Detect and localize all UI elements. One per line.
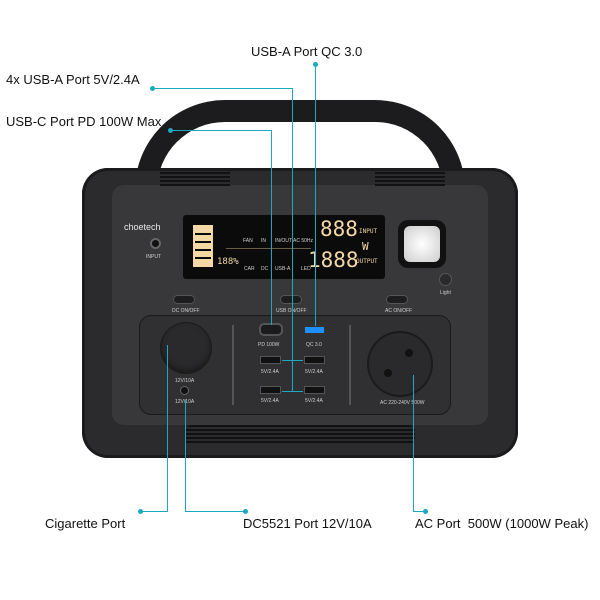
watt-unit: W <box>362 240 369 253</box>
battery-icon <box>193 225 213 267</box>
dc5521-port[interactable] <box>180 386 189 395</box>
grille-bottom <box>185 425 415 445</box>
callout-cigarette: Cigarette Port <box>45 516 126 531</box>
ac-callout-line-v <box>413 375 414 512</box>
grille-top-right <box>375 172 445 186</box>
lcd-divider <box>226 248 311 249</box>
input-port-label: INPUT <box>146 254 161 260</box>
ac-callout-dot <box>423 509 428 514</box>
usba4-tick-2 <box>282 391 303 392</box>
usbc-callout-line-h <box>170 130 272 131</box>
car-indicator: CAR <box>244 266 255 272</box>
usb-button-label: USB ON/OFF <box>276 308 307 314</box>
light-button[interactable] <box>439 273 452 286</box>
usb-a-label-1: 5V/2.4A <box>261 369 279 375</box>
ac-socket[interactable] <box>369 333 431 395</box>
ac-callout-line-h <box>413 511 425 512</box>
usba4-tick-1 <box>282 360 303 361</box>
callout-ac: AC Port 500W (1000W Peak) <box>415 516 589 531</box>
callout-usb-a-qc: USB-A Port QC 3.0 <box>251 44 363 59</box>
usb-a-indicator: USB-A <box>275 266 291 272</box>
usb-power-button[interactable] <box>280 295 302 304</box>
qc-callout-dot <box>313 62 318 67</box>
usb-a-port-2[interactable] <box>304 356 325 364</box>
dc-callout-line-v <box>185 400 186 512</box>
cig-callout-line-v <box>167 345 168 512</box>
usb-a-label-4: 5V/2.4A <box>305 398 323 404</box>
ac-power-button[interactable] <box>386 295 408 304</box>
output-watts: 1888 <box>308 248 359 272</box>
cig-callout-dot <box>138 509 143 514</box>
usb-a-qc-port[interactable] <box>304 326 325 334</box>
led-light <box>398 220 446 268</box>
dc-indicator: DC <box>261 266 269 272</box>
dc-power-button[interactable] <box>173 295 195 304</box>
led-indicator: LED <box>301 266 311 272</box>
usba4-callout-line-h <box>152 88 292 89</box>
dc-callout-line-h <box>185 511 245 512</box>
input-watts: 888 <box>320 217 358 241</box>
lcd-display <box>183 215 385 279</box>
cigarette-socket[interactable] <box>161 323 211 373</box>
ac-indicator: AC 50Hz <box>293 238 314 244</box>
dc-callout-dot <box>243 509 248 514</box>
qc-callout-line <box>315 64 316 326</box>
output-label: OUTPUT <box>356 258 378 265</box>
callout-dc5521: DC5521 Port 12V/10A <box>243 516 372 531</box>
qc-label: QC 3.0 <box>306 342 322 348</box>
input-label: INPUT <box>359 228 378 235</box>
usba4-callout-dot <box>150 86 155 91</box>
callout-usb-a-4x: 4x USB-A Port 5V/2.4A <box>6 72 140 87</box>
light-button-label: Light <box>440 290 451 296</box>
usb-a-port-4[interactable] <box>304 386 325 394</box>
usb-c-label: PD 100W <box>258 342 280 348</box>
usba4-callout-line-v <box>292 88 293 392</box>
dc5521-label: 12V/10A <box>175 399 194 405</box>
in-indicator: IN <box>261 238 266 244</box>
inout-indicator: IN/OUT <box>275 238 292 244</box>
panel-divider-left <box>232 325 234 405</box>
grille-top-left <box>160 172 230 186</box>
battery-percent: 188% <box>217 257 239 267</box>
cigarette-label: 12V/10A <box>175 378 195 384</box>
cig-callout-line-h <box>140 511 168 512</box>
usb-a-port-3[interactable] <box>260 386 281 394</box>
ac-pin-1 <box>384 369 392 377</box>
fan-indicator: FAN <box>243 238 253 244</box>
ac-button-label: AC ON/OFF <box>385 308 413 314</box>
usb-a-label-3: 5V/2.4A <box>261 398 279 404</box>
usbc-callout-dot <box>168 128 173 133</box>
panel-divider-right <box>349 325 351 405</box>
usbc-callout-line-v <box>271 130 272 325</box>
ac-pin-2 <box>405 349 413 357</box>
usb-a-port-1[interactable] <box>260 356 281 364</box>
ac-label: AC 220-240V 500W <box>380 400 425 406</box>
brand-logo: choetech <box>124 222 161 232</box>
input-port <box>150 238 161 249</box>
usb-a-label-2: 5V/2.4A <box>305 369 323 375</box>
dc-button-label: DC ON/OFF <box>172 308 200 314</box>
callout-usb-c: USB-C Port PD 100W Max <box>6 114 162 129</box>
